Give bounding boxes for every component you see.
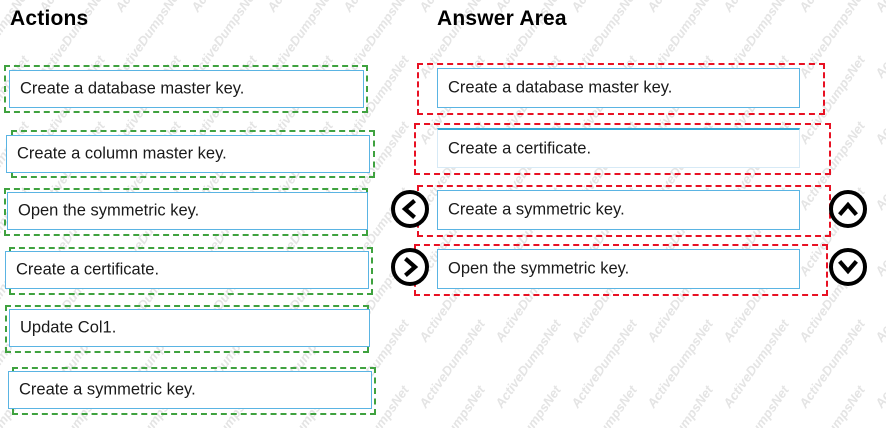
watermark-text: ActiveDumpsNet xyxy=(492,383,564,428)
chevron-left-icon xyxy=(401,199,416,219)
answer-item-open-the-symmetric-key[interactable]: Open the symmetric key. xyxy=(437,249,800,289)
watermark-text: ActiveDumpsNet xyxy=(720,316,792,411)
watermark-text: ActiveDumpsNet xyxy=(264,0,336,15)
action-item-update-col1[interactable]: Update Col1. xyxy=(9,309,370,347)
answer-slot-highlight xyxy=(414,123,831,175)
watermark-text: ActiveDumpsNet xyxy=(796,0,868,15)
watermark-text: ActiveDumpsNet xyxy=(644,383,716,428)
watermark-text: ActiveDumpsNet xyxy=(644,0,716,15)
answer-item-label: Open the symmetric key. xyxy=(448,259,630,278)
answer-item-label: Create a database master key. xyxy=(448,78,673,97)
move-right-button[interactable] xyxy=(391,248,429,286)
watermark-text: ActiveDumpsNet xyxy=(872,184,886,279)
answer-item-create-database-master-key[interactable]: Create a database master key. xyxy=(437,68,800,108)
watermark-text: ActiveDumpsNet xyxy=(644,316,716,411)
watermark-text: ActiveDumpsNet xyxy=(416,316,488,411)
actions-column-title: Actions xyxy=(10,7,89,30)
answer-item-label: Create a certificate. xyxy=(448,139,592,157)
watermark-text: ActiveDumpsNet xyxy=(112,0,184,15)
watermark-text: ActiveDumpsNet xyxy=(492,316,564,411)
watermark-text: ActiveDumpsNet xyxy=(568,316,640,411)
answer-slot-highlight xyxy=(417,63,825,115)
answer-item-label: Create a symmetric key. xyxy=(448,200,625,219)
action-item-label: Open the symmetric key. xyxy=(18,201,200,220)
answer-item-create-a-symmetric-key[interactable]: Create a symmetric key. xyxy=(437,190,800,230)
answer-area-title: Answer Area xyxy=(437,7,567,30)
action-item-create-database-master-key[interactable]: Create a database master key. xyxy=(9,70,364,108)
chevron-up-icon xyxy=(838,201,858,216)
action-item-create-a-certificate[interactable]: Create a certificate. xyxy=(5,251,369,289)
watermark-text: ActiveDumpsNet xyxy=(872,383,886,428)
watermark-text: ActiveDumpsNet xyxy=(872,52,886,147)
move-up-button[interactable] xyxy=(829,190,867,228)
watermark-text: ActiveDumpsNet xyxy=(872,0,886,81)
action-item-highlight xyxy=(4,65,368,113)
action-item-create-column-master-key[interactable]: Create a column master key. xyxy=(6,135,370,173)
watermark-text: ActiveDumpsNet xyxy=(796,316,868,411)
watermark-text: ActiveDumpsNet xyxy=(720,383,792,428)
chevron-right-icon xyxy=(404,257,419,277)
move-down-button[interactable] xyxy=(829,248,867,286)
watermark-text: ActiveDumpsNet xyxy=(872,250,886,345)
move-left-button[interactable] xyxy=(391,190,429,228)
action-item-label: Create a column master key. xyxy=(17,144,227,163)
action-item-open-the-symmetric-key[interactable]: Open the symmetric key. xyxy=(7,192,368,230)
action-item-label: Create a symmetric key. xyxy=(19,380,196,399)
watermark-text: ActiveDumpsNet xyxy=(872,316,886,411)
action-item-label: Update Col1. xyxy=(20,318,117,337)
watermark-text: ActiveDumpsNet xyxy=(720,0,792,15)
watermark-text: ActiveDumpsNet xyxy=(188,0,260,15)
watermark-text: ActiveDumpsNet xyxy=(872,118,886,213)
action-item-label: Create a database master key. xyxy=(20,79,245,98)
answer-item-create-a-certificate[interactable]: Create a certificate. xyxy=(437,128,800,168)
watermark-text: ActiveDumpsNet xyxy=(416,383,488,428)
watermark-text: ActiveDumpsNet xyxy=(568,383,640,428)
watermark-text: ActiveDumpsNet xyxy=(872,0,886,15)
watermark-text: ActiveDumpsNet xyxy=(796,383,868,428)
watermark-text: ActiveDumpsNet xyxy=(568,0,640,15)
watermark-text: ActiveDumpsNet xyxy=(340,0,412,15)
action-item-label: Create a certificate. xyxy=(16,260,160,279)
chevron-down-icon xyxy=(838,260,858,275)
action-item-create-a-symmetric-key[interactable]: Create a symmetric key. xyxy=(8,371,372,409)
